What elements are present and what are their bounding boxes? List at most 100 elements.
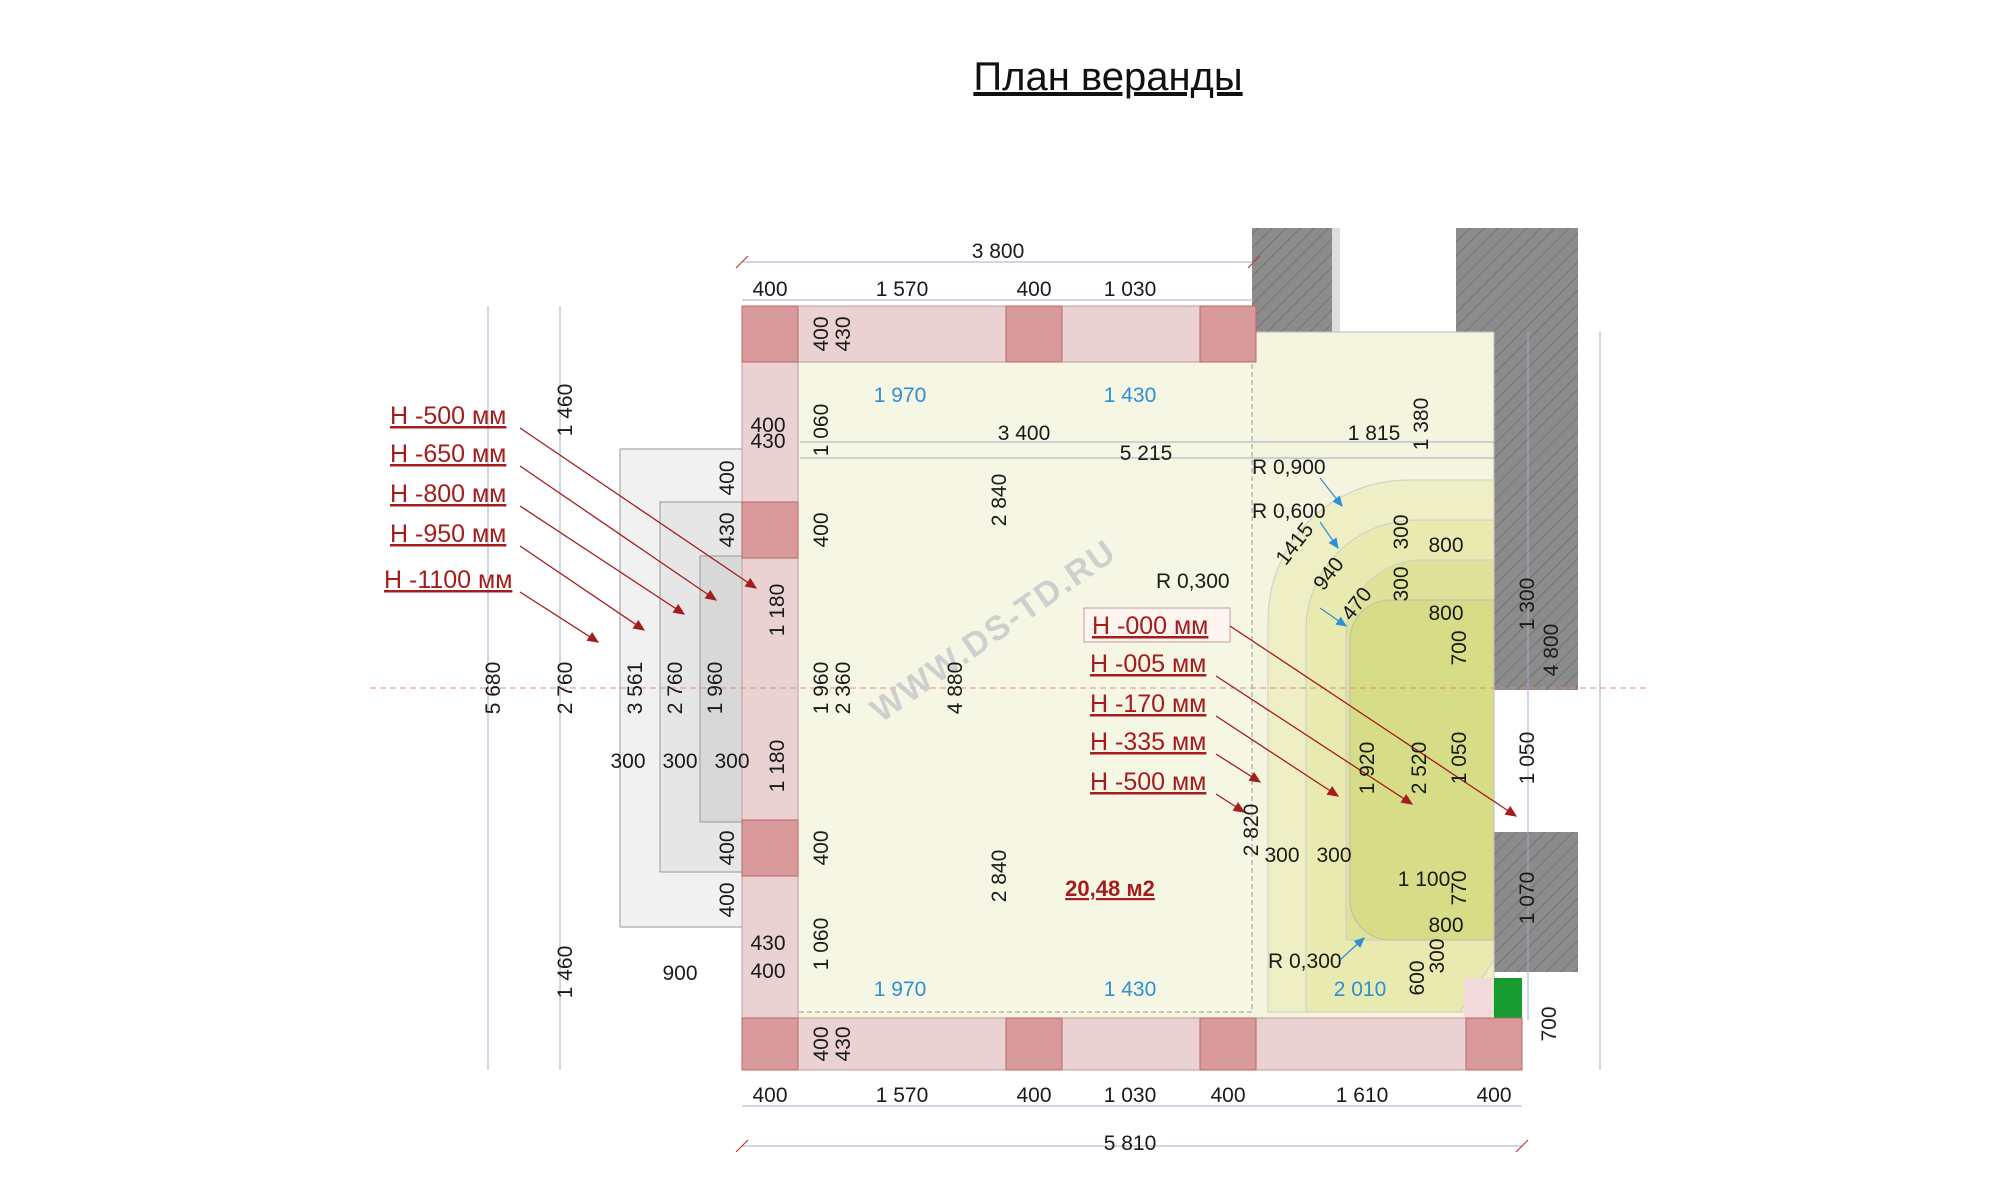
right-steps [1267,479,1522,1018]
radius-label: R 0,900 [1252,456,1326,479]
dim-label: 1 030 [1104,278,1157,301]
level-right-label: Н -005 мм [1090,650,1206,678]
dim-label: 400 [1016,1084,1051,1107]
dim-label: 4 800 [1540,624,1563,677]
house-walls [1252,228,1578,972]
dim-label: 1 815 [1348,422,1401,445]
dim-label: 1 180 [766,584,789,637]
dim-label: 300 [1390,514,1413,549]
dim-label: 800 [1428,534,1463,557]
dim-label: 300 [1264,844,1299,867]
dim-label: 800 [1428,914,1463,937]
radius-labels: R 0,900 R 0,600 R 0,300 R 0,300 [1156,456,1365,973]
dim-label: 1 380 [1410,398,1433,451]
dim-label: 400 [752,278,787,301]
dim-label: 300 [1426,938,1449,973]
dim-label: 600 [1406,960,1429,995]
dim-label: 1 180 [766,740,789,793]
dim-label: 5 810 [1104,1132,1157,1155]
dim-label: 1 960 [810,662,833,715]
dim-label: 1 030 [1104,1084,1157,1107]
dim-label: 430 [832,1026,855,1061]
level-left-label: Н -500 мм [390,402,506,430]
page-title: План веранды [973,55,1242,99]
columns [741,305,1523,1071]
dimension-lines [487,255,1601,1153]
right-outer-dimensions: 1 300 4 800 1 050 1 070 700 [1516,578,1563,1042]
dim-label: 400 [1210,1084,1245,1107]
dim-label: 400 [1476,1084,1511,1107]
dim-label: 770 [1448,870,1471,905]
dim-label: 5 680 [482,662,505,715]
dim-label: 3 400 [998,422,1051,445]
dim-label: 1 610 [1336,1084,1389,1107]
dim-label: 2 820 [1240,804,1263,857]
dim-label: 300 [714,750,749,773]
inner-left-dimensions: 400 430 1 060 400 1 180 1 960 2 360 1 18… [766,316,855,1061]
dim-label: 300 [1316,844,1351,867]
dim-label: 400 [752,1084,787,1107]
level-left-label: Н -950 мм [390,520,506,548]
dim-label: 800 [1428,602,1463,625]
dim-label: 400 [810,512,833,547]
dim-label: 2 760 [664,662,687,715]
dim-label: 430 [832,316,855,351]
level-right-label: Н -335 мм [1090,728,1206,756]
left-dimensions: 5 680 2 760 1 460 1 460 3 561 2 760 1 96… [482,384,750,999]
levels-left: Н -500 мм Н -650 мм Н -800 мм Н -950 мм … [384,402,758,643]
bottom-dimensions: 1 970 1 430 2 010 400 1 570 400 1 030 40… [662,962,1511,1155]
dim-label: 400 [716,882,739,917]
top-dimensions: 3 800 400 1 570 400 1 030 1 970 1 430 3 … [752,240,1400,465]
dim-label: 400 [716,830,739,865]
dim-label-inner: 1 970 [874,384,927,407]
dim-label: 900 [662,962,697,985]
level-left-label: Н -1100 мм [384,566,512,594]
dim-label: 400 [810,316,833,351]
dim-label: 2 840 [988,850,1011,903]
dim-label: 1 050 [1516,732,1539,785]
dim-label: 300 [662,750,697,773]
dim-label: 300 [610,750,645,773]
dim-label: 2 760 [554,662,577,715]
dim-label: 700 [1538,1006,1561,1041]
level-right-label: Н -170 мм [1090,690,1206,718]
dim-label: 1 570 [876,1084,929,1107]
dim-label: 400 [810,1026,833,1061]
dim-label: 1 920 [1356,742,1379,795]
dim-label-inner: 1 970 [874,978,927,1001]
dim-label: 1 570 [876,278,929,301]
dim-label: 400 [810,830,833,865]
dim-label-inner: 2 010 [1334,978,1387,1001]
radius-label: R 0,300 [1156,570,1230,593]
dim-label: 1 460 [554,384,577,437]
dim-label: 1 300 [1516,578,1539,631]
level-right-label: Н -000 мм [1092,612,1208,640]
dim-label: 300 [1390,566,1413,601]
level-left-label: Н -650 мм [390,440,506,468]
dim-label: 400 [716,460,739,495]
dim-label: 3 561 [624,662,647,715]
dim-label: 1 100 [1398,868,1451,891]
dim-label: 430 [750,430,785,453]
dim-label: 1 060 [810,918,833,971]
dim-label: 2 360 [832,662,855,715]
dim-label: 1 070 [1516,872,1539,925]
dim-label: 430 [750,932,785,955]
dim-label: 400 [750,960,785,983]
level-left-label: Н -800 мм [390,480,506,508]
level-right-label: Н -500 мм [1090,768,1206,796]
middle-dimensions: 2 840 4 880 2 840 1 380 [944,398,1433,903]
dim-label: 3 800 [972,240,1025,263]
dim-label: 1 460 [554,946,577,999]
area-label: 20,48 м2 [1065,876,1155,901]
dim-label: 430 [716,512,739,547]
dim-label: 1 060 [810,404,833,457]
dim-label: 5 215 [1120,442,1173,465]
radius-label: R 0,300 [1268,950,1342,973]
levels-right: Н -000 мм Н -005 мм Н -170 мм Н -335 мм … [1083,607,1518,817]
dim-label-inner: 1 430 [1104,384,1157,407]
radius-label: R 0,600 [1252,500,1326,523]
left-wall-dimensions: 400 430 400 430 400 400 430 400 [716,414,786,983]
dim-label: 2 840 [988,474,1011,527]
